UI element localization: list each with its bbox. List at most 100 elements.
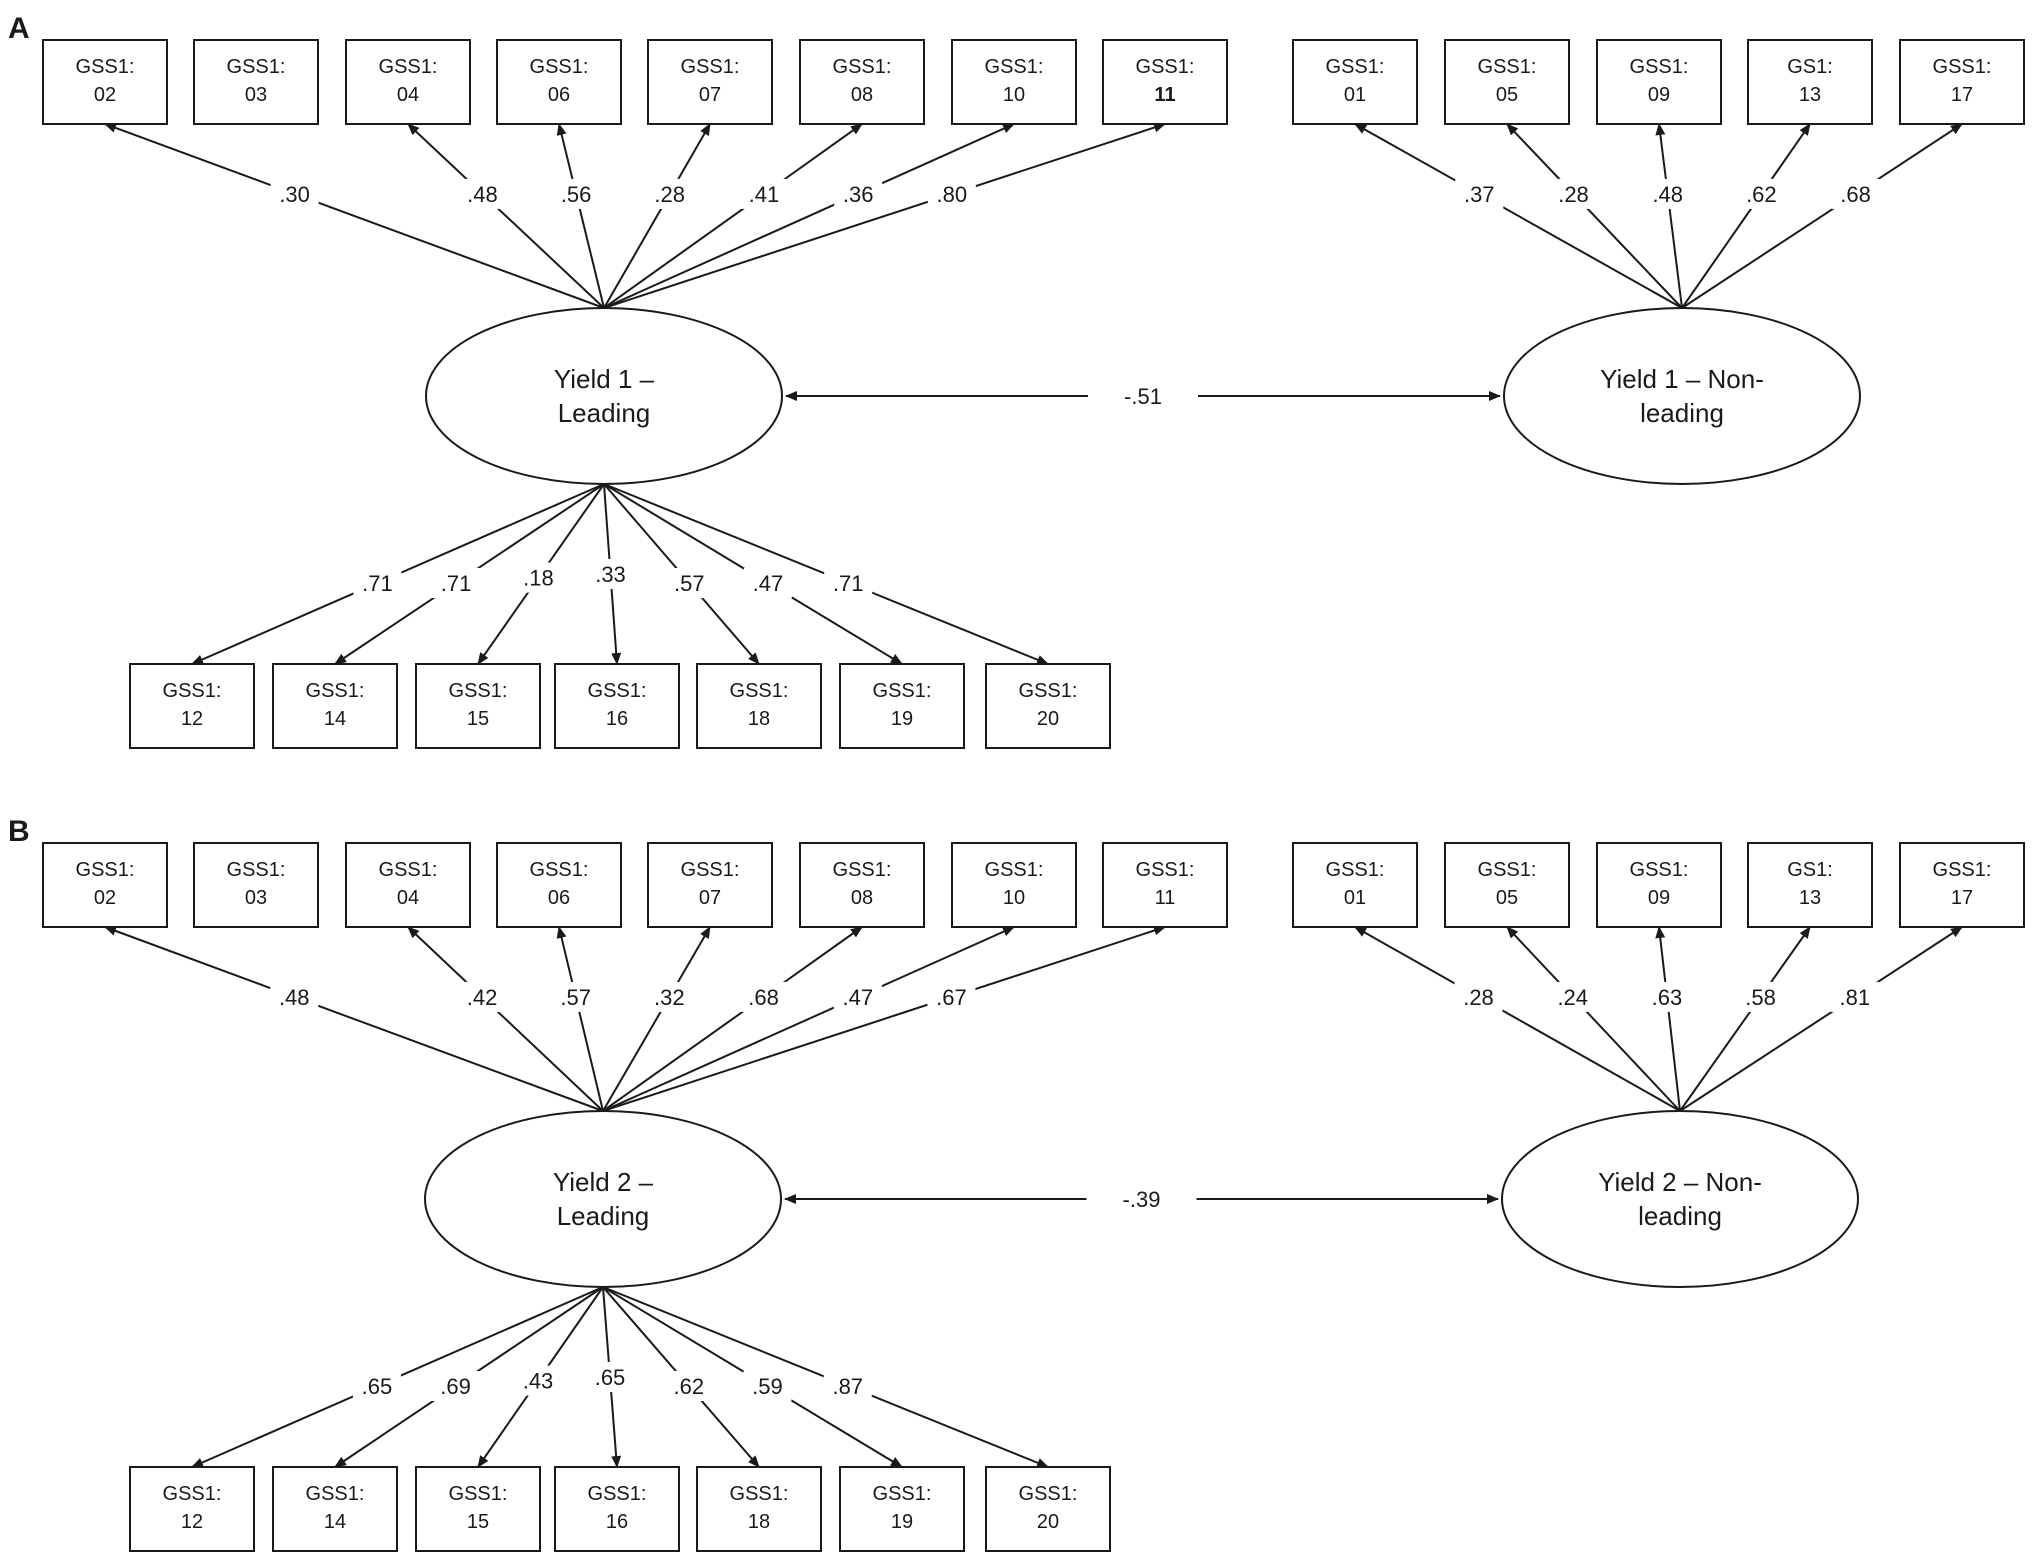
- loading-value: .41: [749, 182, 780, 207]
- item-box-outline: [554, 1466, 680, 1552]
- loading-path: [602, 925, 1166, 1112]
- label-halo: [1643, 178, 1692, 209]
- observed-item-box: GSS1:08: [799, 39, 925, 125]
- label-halo: [432, 568, 481, 598]
- factor-nonleading: Yield 2 – Non-leading: [1501, 1110, 1859, 1288]
- item-box-outline: [129, 1466, 255, 1552]
- item-number: 14: [324, 1511, 346, 1533]
- item-number: 06: [548, 887, 570, 909]
- label-halo: [270, 981, 319, 1012]
- item-prefix: GSS1:: [588, 680, 647, 702]
- item-prefix: GSS1:: [1019, 680, 1078, 702]
- item-number: 14: [324, 708, 346, 730]
- observed-item-box: GSS1: 11: [1102, 842, 1228, 928]
- observed-item-box: GSS1:05: [1444, 842, 1570, 928]
- label-halo: [665, 568, 714, 598]
- item-number: 04: [397, 84, 419, 106]
- item-number: 19: [891, 1511, 913, 1533]
- item-box-outline: [193, 842, 319, 928]
- label-halo: [1088, 378, 1198, 414]
- label-halo: [1549, 178, 1598, 209]
- item-box-outline: [1444, 39, 1570, 125]
- factor-name-line: Leading: [557, 1201, 650, 1231]
- observed-item-box: GSS1:09: [1596, 842, 1722, 928]
- observed-item-box: GSS1:07: [647, 842, 773, 928]
- item-number: 11: [1155, 887, 1176, 909]
- loading-path: [104, 123, 605, 309]
- item-number: 10: [1003, 887, 1025, 909]
- item-prefix: GSS1:: [379, 859, 438, 881]
- item-prefix: GSS1:: [1136, 859, 1195, 881]
- correlation-value: -.51: [1124, 384, 1162, 409]
- label-halo: [1642, 981, 1691, 1012]
- loading-path: [603, 123, 863, 309]
- loading-path: [603, 122, 1166, 309]
- item-prefix: GSS1:: [730, 1483, 789, 1505]
- item-prefix: GSS1:: [1019, 1483, 1078, 1505]
- observed-item-box: GSS1:18: [696, 1466, 822, 1552]
- item-prefix: GSS1:: [227, 859, 286, 881]
- label-halo: [743, 568, 792, 598]
- loading-value: .62: [674, 1374, 705, 1399]
- label-halo: [664, 1371, 713, 1401]
- item-box-outline: [1596, 842, 1722, 928]
- loading-path: [602, 926, 863, 1112]
- label-halo: [431, 1371, 480, 1401]
- panel-label: A: [8, 12, 30, 45]
- item-prefix: GSS1:: [306, 1483, 365, 1505]
- item-box-outline: [1899, 39, 2025, 125]
- item-prefix: GSS1:: [1630, 56, 1689, 78]
- item-box-outline: [696, 663, 822, 749]
- loading-value: .30: [279, 182, 310, 207]
- item-box-outline: [496, 842, 622, 928]
- item-box-outline: [1102, 39, 1228, 125]
- observed-item-box: GSS1:01: [1292, 39, 1418, 125]
- loading-value: .69: [440, 1374, 471, 1399]
- label-halo: [270, 178, 319, 209]
- label-halo: [743, 1371, 792, 1401]
- label-halo: [739, 178, 788, 209]
- loading-value: .18: [523, 566, 554, 591]
- loading-path: [1681, 123, 1963, 309]
- label-halo: [586, 559, 635, 589]
- panel-b: B.48GSS1:02GSS1:03.42GSS1:04.57GSS1:06.3…: [8, 815, 2025, 1552]
- loading-path: [603, 123, 711, 309]
- loading-path: [556, 123, 605, 309]
- item-prefix: GSS1:: [1326, 56, 1385, 78]
- item-prefix: GSS1:: [588, 1483, 647, 1505]
- label-halo: [514, 1365, 562, 1396]
- observed-item-box: GSS1:20: [985, 1466, 1111, 1552]
- label-halo: [1548, 981, 1597, 1012]
- item-box-outline: [496, 39, 622, 125]
- item-box-outline: [1747, 39, 1873, 125]
- item-number: 03: [245, 887, 267, 909]
- item-prefix: GSS1:: [985, 56, 1044, 78]
- item-box-outline: [42, 842, 168, 928]
- loading-path: [1354, 926, 1681, 1112]
- item-box-outline: [799, 39, 925, 125]
- item-prefix: GSS1:: [1630, 859, 1689, 881]
- loading-path: [1679, 926, 1811, 1112]
- observed-item-box: GSS1:02: [42, 39, 168, 125]
- item-number: 20: [1037, 708, 1059, 730]
- loading-path: [603, 123, 1015, 309]
- loading-value: .28: [654, 182, 685, 207]
- label-halo: [458, 981, 507, 1012]
- item-number: 09: [1648, 84, 1670, 106]
- loading-value: .80: [937, 182, 968, 207]
- item-box-outline: [415, 1466, 541, 1552]
- item-number: 07: [699, 887, 721, 909]
- observed-item-box: GSS1: 03: [193, 842, 319, 928]
- panel-label: B: [8, 815, 30, 848]
- loading-value: .58: [1745, 985, 1776, 1010]
- label-halo: [1736, 981, 1785, 1012]
- loading-path: [407, 123, 605, 309]
- label-halo: [927, 981, 976, 1012]
- item-box-outline: [799, 842, 925, 928]
- label-halo: [552, 178, 601, 209]
- item-box-outline: [42, 39, 168, 125]
- observed-item-box: GSS1:02: [42, 842, 168, 928]
- observed-item-box: GSS1:06: [496, 39, 622, 125]
- item-number: 02: [94, 887, 116, 909]
- label-halo: [739, 981, 788, 1012]
